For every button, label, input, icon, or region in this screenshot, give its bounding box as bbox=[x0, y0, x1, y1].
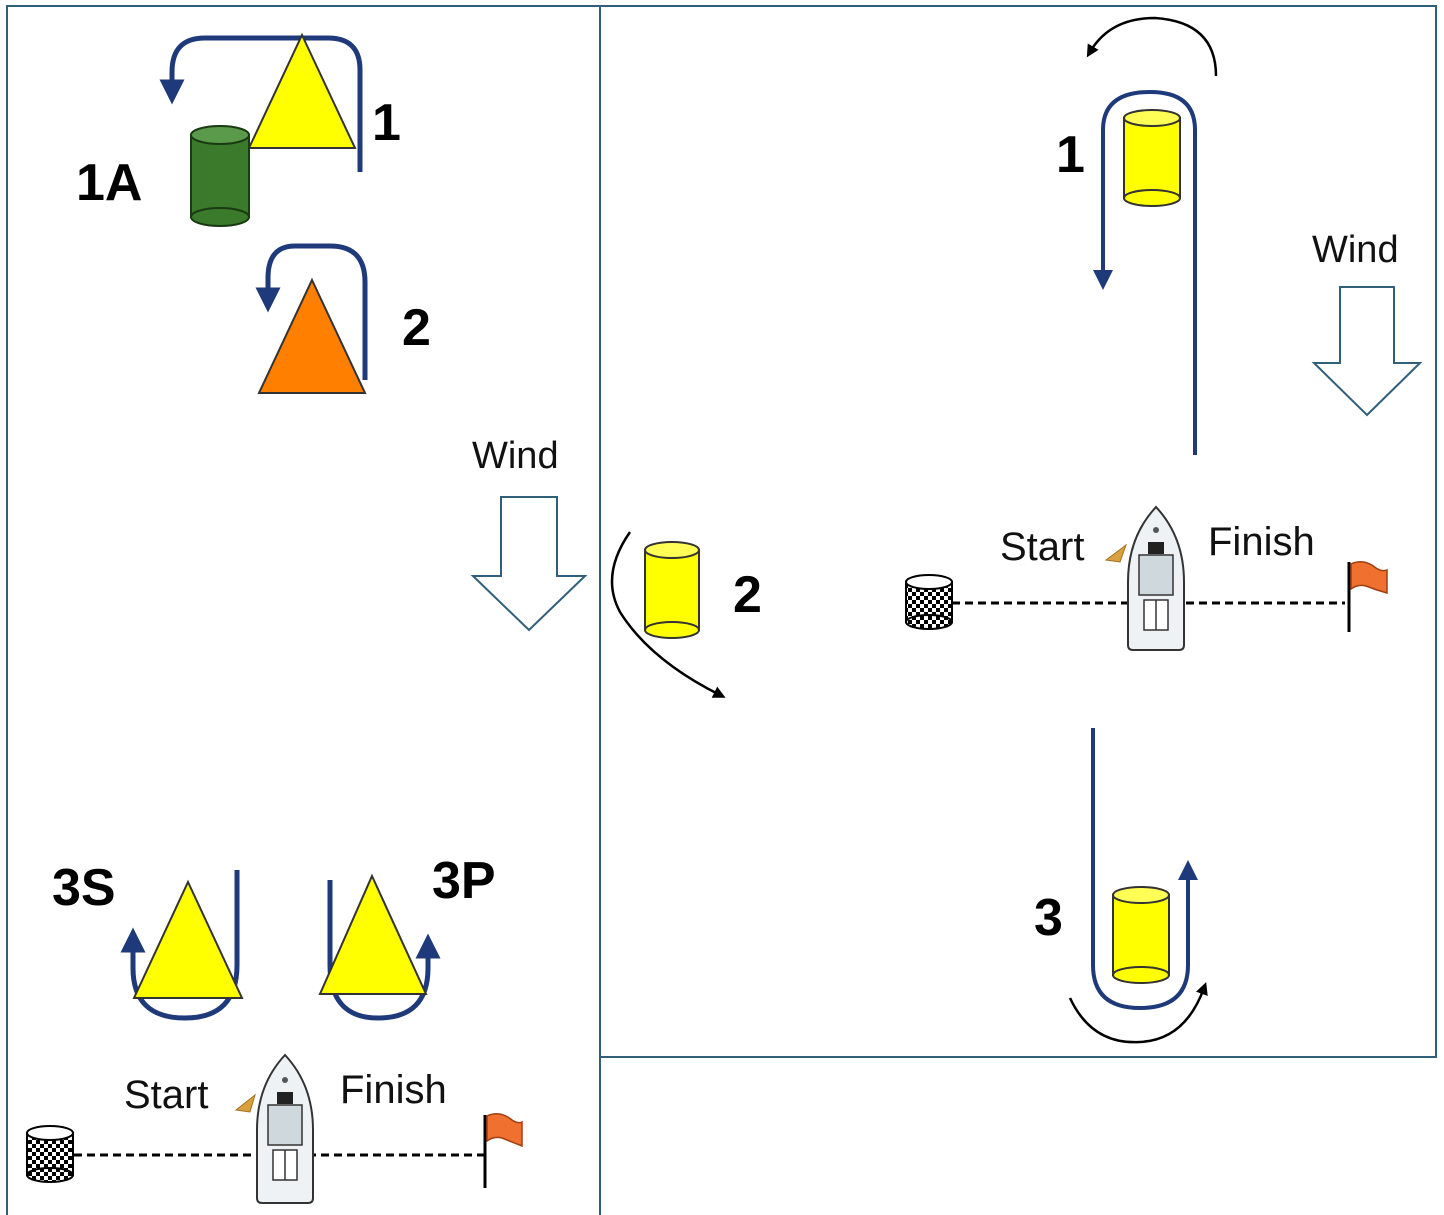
left-finish-label: Finish bbox=[340, 1068, 447, 1112]
right-wind-down-arrow-icon bbox=[1311, 286, 1423, 417]
right-panel: 1 Wind 2 Start Finish bbox=[599, 5, 1437, 1058]
mark-2-rounding-path bbox=[255, 243, 368, 380]
right-orange-flag-icon bbox=[1347, 561, 1388, 632]
right-mark-3-rounding-path bbox=[1091, 728, 1198, 1011]
mark-2-label: 2 bbox=[402, 299, 431, 357]
left-checkered-buoy-icon bbox=[26, 1125, 74, 1183]
right-mark-1-label: 1 bbox=[1056, 126, 1085, 184]
left-wind-label: Wind bbox=[472, 435, 559, 477]
right-mark-2-label: 2 bbox=[733, 566, 762, 624]
mark-3p-triangle bbox=[318, 873, 428, 995]
left-wind-down-arrow-icon bbox=[470, 496, 588, 632]
right-mark-2-cylinder bbox=[644, 541, 700, 639]
right-mark-1-rounding-path bbox=[1093, 89, 1197, 455]
right-checkered-buoy-icon bbox=[905, 574, 953, 630]
mark-3s-triangle bbox=[132, 879, 244, 999]
mark-1a-label: 1A bbox=[76, 154, 142, 212]
mark-2-rounding-direction-arrow bbox=[610, 531, 726, 698]
right-mark-3-label: 3 bbox=[1034, 889, 1063, 947]
right-finish-label: Finish bbox=[1208, 520, 1315, 564]
mark-3p-label: 3P bbox=[432, 852, 496, 910]
bottom-rounding-direction-arrow bbox=[1068, 982, 1208, 1044]
left-start-label: Start bbox=[124, 1073, 208, 1117]
mark-3s-label: 3S bbox=[52, 859, 116, 917]
right-start-label: Start bbox=[1000, 525, 1084, 569]
right-panel-border bbox=[599, 5, 1437, 1058]
left-boat-icon bbox=[234, 1053, 314, 1204]
right-mark-1-cylinder bbox=[1123, 109, 1181, 207]
left-orange-flag-icon bbox=[483, 1113, 523, 1188]
right-mark-3-cylinder bbox=[1112, 886, 1170, 984]
mark-1-rounding-path bbox=[159, 35, 363, 172]
top-rounding-direction-arrow bbox=[1086, 16, 1218, 77]
mark-2-triangle bbox=[257, 277, 367, 394]
mark-1a-cylinder bbox=[190, 125, 250, 227]
right-wind-label: Wind bbox=[1312, 229, 1399, 271]
right-boat-icon bbox=[1104, 505, 1185, 651]
mark-1-triangle bbox=[247, 32, 357, 149]
mark-1-label: 1 bbox=[372, 94, 401, 152]
left-panel: 1 1A 2 Wind 3S 3P Start Finish bbox=[6, 5, 601, 1215]
